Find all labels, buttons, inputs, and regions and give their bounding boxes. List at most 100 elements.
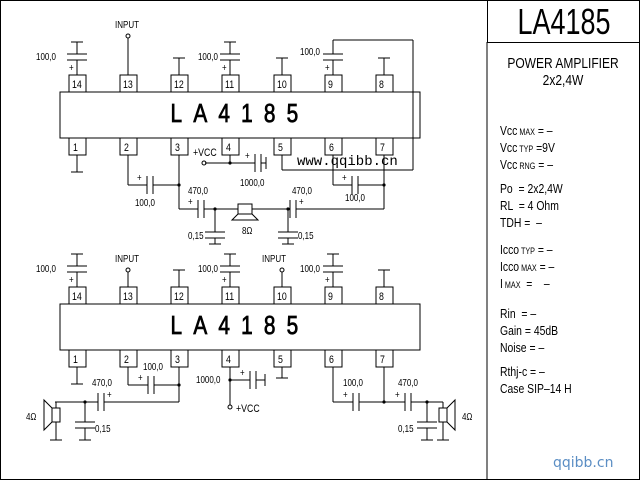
pin-number-11: 11 [225, 79, 235, 91]
speaker-icon [43, 398, 53, 432]
pin-number-5: 5 [278, 354, 283, 366]
pin-number-9: 9 [328, 79, 333, 91]
pin-number-12: 12 [174, 291, 184, 303]
spec-name: RL [500, 198, 513, 213]
spec-value: = – [534, 123, 553, 138]
spec-name: Case [500, 381, 525, 396]
pin-number-7: 7 [380, 142, 385, 154]
input-label: INPUT [262, 253, 286, 264]
spec-row: Case SIP–14 H [500, 381, 572, 396]
vcc-label: +VCC [193, 147, 217, 159]
spec-qualifier: TYP [517, 144, 534, 154]
polarity-plus: + [138, 372, 143, 383]
spec-name: Po [500, 181, 513, 196]
polarity-plus: + [137, 172, 142, 183]
subtitle-power: 2x2,4W [542, 72, 584, 89]
speaker-icon [230, 213, 260, 221]
pin-number-3: 3 [175, 354, 180, 366]
spec-value: = – [520, 276, 550, 291]
cap-value: 1000,0 [240, 177, 264, 188]
cap-value: 470,0 [188, 185, 208, 196]
spec-value: =9V [533, 140, 555, 155]
speaker-icon [237, 203, 253, 215]
pin-number-14: 14 [72, 291, 82, 303]
subtitle-function: POWER AMPLIFIER [507, 55, 619, 72]
polarity-plus: + [342, 172, 347, 183]
pin-number-10: 10 [277, 291, 287, 303]
spec-value: = – [536, 259, 555, 274]
cap-value: 100,0 [198, 263, 218, 274]
polarity-plus: + [188, 196, 193, 207]
polarity-plus: + [240, 367, 245, 378]
spec-row: Icco TYP = – [500, 242, 553, 257]
cap-value: 0,15 [95, 423, 111, 434]
cap-value: 470,0 [398, 377, 418, 388]
spec-name: Vcc [500, 140, 518, 155]
spec-value: = – [515, 306, 537, 321]
polarity-plus: + [222, 274, 227, 285]
spec-row: TDH = – [500, 215, 542, 230]
cap-value: 100,0 [345, 192, 365, 203]
polarity-plus: + [107, 389, 112, 400]
spec-value: SIP–14 H [524, 381, 572, 396]
watermark[interactable]: qqibb.cn [553, 455, 614, 471]
pin-number-3: 3 [175, 142, 180, 154]
spec-name: Rin [500, 306, 516, 321]
polarity-plus: + [69, 62, 74, 73]
cap-value: 0,15 [398, 423, 414, 434]
cap-value: 470,0 [292, 185, 312, 196]
spec-value: = – [535, 157, 553, 172]
spec-row: I MAX = – [500, 276, 550, 291]
cap-value: 0,15 [298, 230, 314, 241]
spec-name: Icco [500, 242, 520, 257]
cap-value: 0,15 [188, 230, 204, 241]
spec-value: = – [534, 242, 553, 257]
spec-name: Noise [500, 340, 527, 355]
pin-number-6: 6 [329, 354, 334, 366]
spec-qualifier: RNG [517, 161, 536, 171]
pin-number-9: 9 [328, 291, 333, 303]
spec-name: Gain [500, 323, 522, 338]
chip-body [59, 303, 421, 351]
spec-qualifier: MAX [502, 280, 521, 290]
polarity-plus: + [343, 389, 348, 400]
spec-row: Vcc MAX = – [500, 123, 553, 138]
speaker-icon [438, 407, 448, 423]
input-terminal-icon [125, 33, 131, 39]
pin-number-4: 4 [226, 142, 231, 154]
pin-number-7: 7 [380, 354, 385, 366]
vcc-terminal-icon [227, 404, 233, 410]
cap-value: 100,0 [343, 377, 363, 388]
pin-number-1: 1 [73, 142, 78, 154]
pin-number-2: 2 [124, 142, 129, 154]
pin-number-12: 12 [174, 79, 184, 91]
spec-row: Vcc RNG = – [500, 157, 553, 172]
spec-value: = – [527, 364, 545, 379]
pin-number-6: 6 [329, 142, 334, 154]
pin-number-8: 8 [379, 291, 384, 303]
pin-number-5: 5 [278, 142, 283, 154]
spec-value: = 45dB [521, 323, 559, 338]
spec-row: Vcc TYP =9V [500, 140, 555, 155]
pin-number-8: 8 [379, 79, 384, 91]
spec-qualifier: MAX [517, 127, 535, 137]
pin-number-4: 4 [226, 354, 231, 366]
vcc-terminal-icon [201, 160, 207, 166]
title-box: LA4185 [487, 0, 640, 43]
input-terminal-icon [125, 267, 131, 273]
junction-dot [177, 183, 181, 187]
spec-qualifier: MAX [519, 263, 537, 273]
polarity-plus: + [222, 62, 227, 73]
spec-row: Gain = 45dB [500, 323, 558, 338]
cap-value: 100,0 [36, 51, 56, 62]
pin-number-14: 14 [72, 79, 82, 91]
polarity-plus: + [325, 274, 330, 285]
spec-row: Noise = – [500, 340, 544, 355]
cap-value: 1000,0 [196, 374, 220, 385]
pin-number-10: 10 [277, 79, 287, 91]
vcc-label: +VCC [236, 403, 260, 415]
polarity-plus: + [325, 62, 330, 73]
speaker-icon [446, 398, 456, 432]
pin-number-1: 1 [73, 354, 78, 366]
